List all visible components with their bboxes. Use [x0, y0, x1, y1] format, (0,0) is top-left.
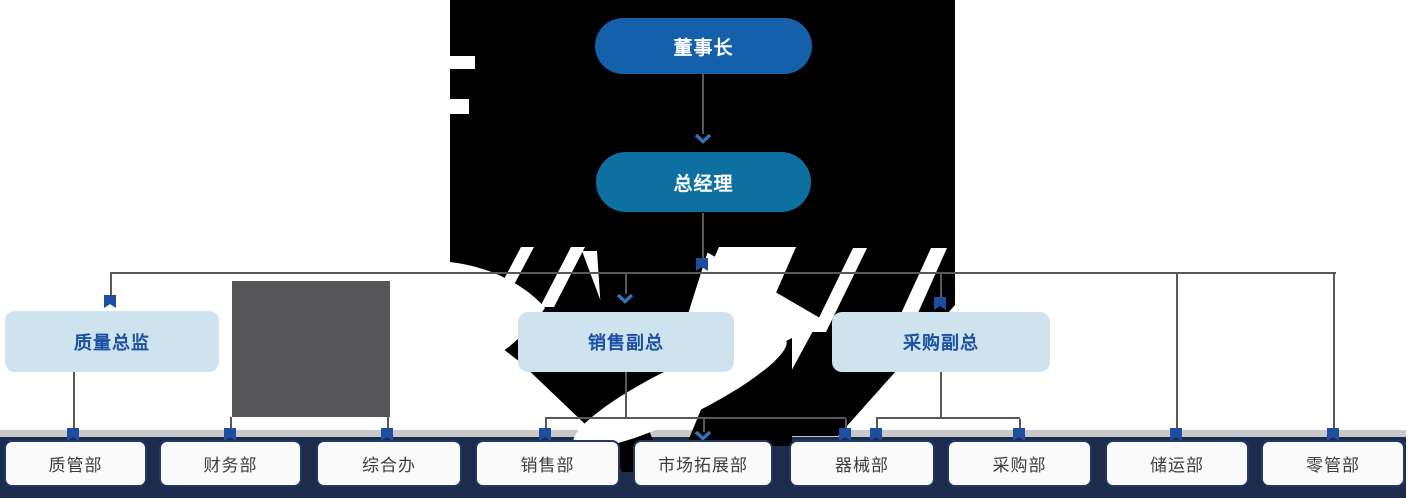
node-procurement-vp-label: 采购副总: [903, 333, 979, 353]
node-procurement-dept-label: 采购部: [992, 456, 1047, 475]
node-chairman: 董事长: [595, 18, 812, 74]
connector-line: [703, 419, 705, 432]
node-equipment-dept-label: 器械部: [835, 456, 889, 475]
connector-line: [702, 74, 704, 134]
connector-marker: [696, 258, 708, 271]
node-market-expansion-dept-label: 市场拓展部: [658, 456, 748, 475]
node-general-office-label: 综合办: [362, 456, 416, 475]
gray-watermark-rect: [232, 281, 390, 417]
node-finance-dept: 财务部: [159, 440, 302, 487]
connector-marker: [104, 295, 116, 308]
connector-line: [1176, 274, 1178, 430]
arrow-down-icon: [694, 133, 712, 144]
connector-line: [1019, 419, 1021, 430]
connector-marker: [381, 428, 393, 441]
node-quality-dept: 质管部: [4, 440, 147, 487]
connector-marker: [934, 297, 946, 310]
connector-line: [940, 372, 942, 418]
connector-marker: [539, 428, 551, 441]
node-storage-transport-dept-label: 储运部: [1150, 456, 1204, 475]
node-general-manager-label: 总经理: [673, 173, 734, 195]
node-procurement-vp: 采购副总: [832, 312, 1050, 372]
connector-marker: [67, 428, 79, 441]
node-quality-dept-label: 质管部: [48, 456, 103, 475]
node-sales-dept: 销售部: [475, 440, 620, 487]
node-sales-vp: 销售副总: [518, 312, 734, 372]
connector-marker: [839, 428, 851, 441]
node-equipment-dept: 器械部: [789, 440, 935, 487]
connector-marker: [224, 428, 236, 441]
node-storage-transport-dept: 储运部: [1105, 440, 1249, 487]
connector-marker: [870, 428, 882, 441]
node-retail-mgmt-dept-label: 零管部: [1306, 456, 1360, 475]
node-market-expansion-dept: 市场拓展部: [633, 440, 773, 487]
arrow-down-icon: [616, 293, 634, 304]
connector-line: [545, 417, 846, 419]
connector-line: [110, 272, 1336, 274]
connector-marker: [1327, 428, 1339, 441]
arrow-down-icon: [694, 430, 712, 441]
node-quality-director: 质量总监: [5, 311, 219, 372]
connector-line: [940, 274, 942, 299]
node-chairman-label: 董事长: [673, 37, 734, 59]
node-finance-dept-label: 财务部: [203, 456, 258, 475]
connector-line: [387, 417, 389, 430]
node-sales-dept-label: 销售部: [520, 456, 575, 475]
node-sales-vp-label: 销售副总: [588, 333, 664, 353]
connector-line: [545, 419, 547, 430]
node-retail-mgmt-dept: 零管部: [1261, 440, 1405, 487]
connector-line: [110, 274, 112, 297]
connector-line: [73, 372, 75, 430]
connector-marker: [1013, 428, 1025, 441]
connector-line: [625, 372, 627, 418]
node-general-manager: 总经理: [596, 152, 811, 212]
connector-line: [625, 274, 627, 294]
connector-line: [876, 417, 1020, 419]
node-general-office: 综合办: [316, 440, 462, 487]
connector-marker: [1170, 428, 1182, 441]
node-quality-director-label: 质量总监: [74, 332, 150, 353]
connector-line: [876, 419, 878, 430]
node-procurement-dept: 采购部: [947, 440, 1092, 487]
connector-line: [702, 213, 704, 259]
connector-line: [1333, 274, 1335, 430]
connector-line: [845, 419, 847, 430]
connector-line: [230, 417, 232, 430]
